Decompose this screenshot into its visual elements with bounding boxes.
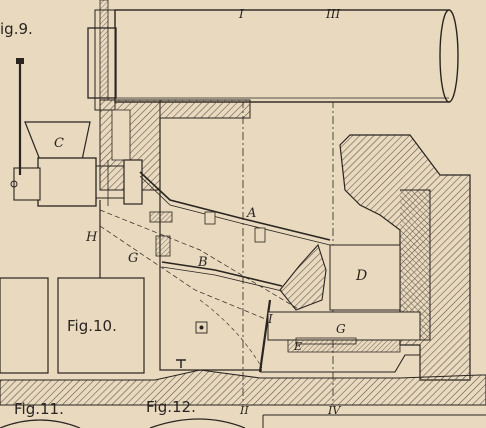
ground-foundation: [0, 369, 486, 406]
label-D: D: [355, 268, 367, 284]
label-G-right: G: [336, 322, 346, 336]
section-mark-bottom-II: II: [239, 404, 249, 417]
label-C: C: [54, 136, 64, 151]
firebox: [99, 118, 331, 373]
label-I-flap: I: [267, 312, 273, 326]
label-G-left: G: [128, 251, 138, 266]
hopper-assembly: [10, 58, 143, 207]
label-B: B: [197, 255, 208, 270]
lower-figures: [0, 414, 486, 428]
label-E: E: [293, 340, 302, 353]
fig11-label: Fig.11.: [14, 400, 64, 418]
section-mark-top-III: III: [325, 7, 340, 21]
base-mark: [176, 359, 186, 368]
label-A: A: [246, 206, 256, 221]
fig10-outlines: [0, 277, 145, 374]
fig9-label: ig.9.: [0, 20, 33, 38]
fig12-label: Fig.12.: [146, 398, 196, 416]
ash-pit: [260, 311, 421, 373]
section-mark-top-I: I: [238, 7, 244, 21]
fig10-label: Fig.10.: [67, 317, 117, 335]
rear-masonry: [329, 134, 471, 381]
boiler-cylinder: [87, 9, 459, 111]
label-H: H: [85, 230, 98, 245]
section-mark-bottom-IV: IV: [327, 404, 341, 417]
